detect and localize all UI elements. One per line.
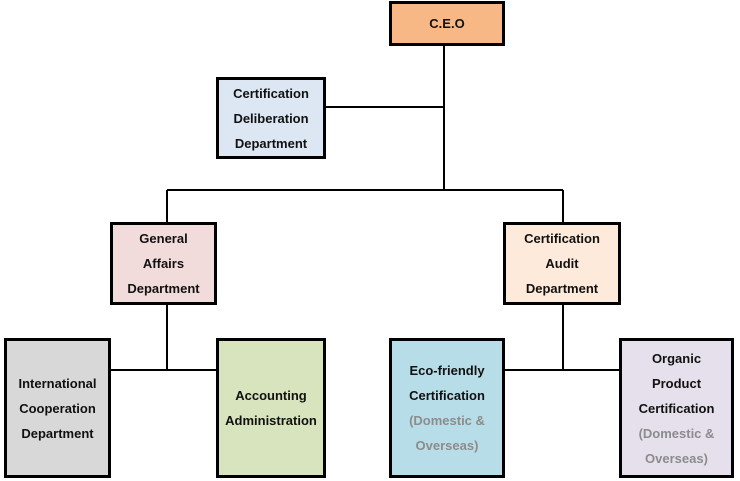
organic-scope-line-1: (Domestic & — [638, 425, 715, 441]
ecofriendly-line-2: Certification — [409, 388, 485, 403]
general-line-3: Department — [127, 281, 200, 296]
general-affairs-department-box: General Affairs Department — [110, 222, 217, 305]
deliberation-line-1: Certification — [233, 85, 309, 101]
eco-friendly-certification-box: Eco-friendly Certification (Domestic & O… — [389, 338, 505, 478]
international-line-3: Department — [21, 425, 94, 441]
general-line-2: Affairs — [142, 256, 185, 271]
accounting-administration-box: Accounting Administration — [216, 338, 326, 478]
organic-scope-line-2: Overseas) — [645, 450, 708, 466]
audit-line-1: Certification — [524, 231, 600, 246]
ecofriendly-scope-line-2: Overseas) — [415, 438, 479, 453]
audit-line-3: Department — [525, 281, 599, 296]
audit-line-2: Audit — [545, 256, 579, 271]
general-line-1: General — [139, 231, 188, 246]
deliberation-line-2: Deliberation — [233, 110, 309, 126]
deliberation-line-3: Department — [234, 135, 308, 151]
certification-audit-department-box: Certification Audit Department — [503, 222, 621, 305]
ceo-label: C.E.O — [429, 16, 465, 31]
accounting-line-2: Administration — [225, 413, 317, 428]
ecofriendly-line-1: Eco-friendly — [409, 363, 485, 378]
international-line-1: International — [18, 375, 97, 391]
international-cooperation-department-box: International Cooperation Department — [4, 338, 111, 478]
certification-deliberation-department-box: Certification Deliberation Department — [216, 77, 326, 159]
ceo-box: C.E.O — [389, 1, 505, 46]
accounting-line-1: Accounting — [235, 388, 307, 403]
international-line-2: Cooperation — [19, 400, 96, 416]
organic-product-certification-box: Organic Product Certification (Domestic … — [619, 338, 734, 478]
ecofriendly-scope-line-1: (Domestic & — [409, 413, 485, 428]
organic-line-3: Certification — [638, 400, 715, 416]
organic-line-1: Organic — [651, 350, 702, 366]
organic-line-2: Product — [651, 375, 702, 391]
